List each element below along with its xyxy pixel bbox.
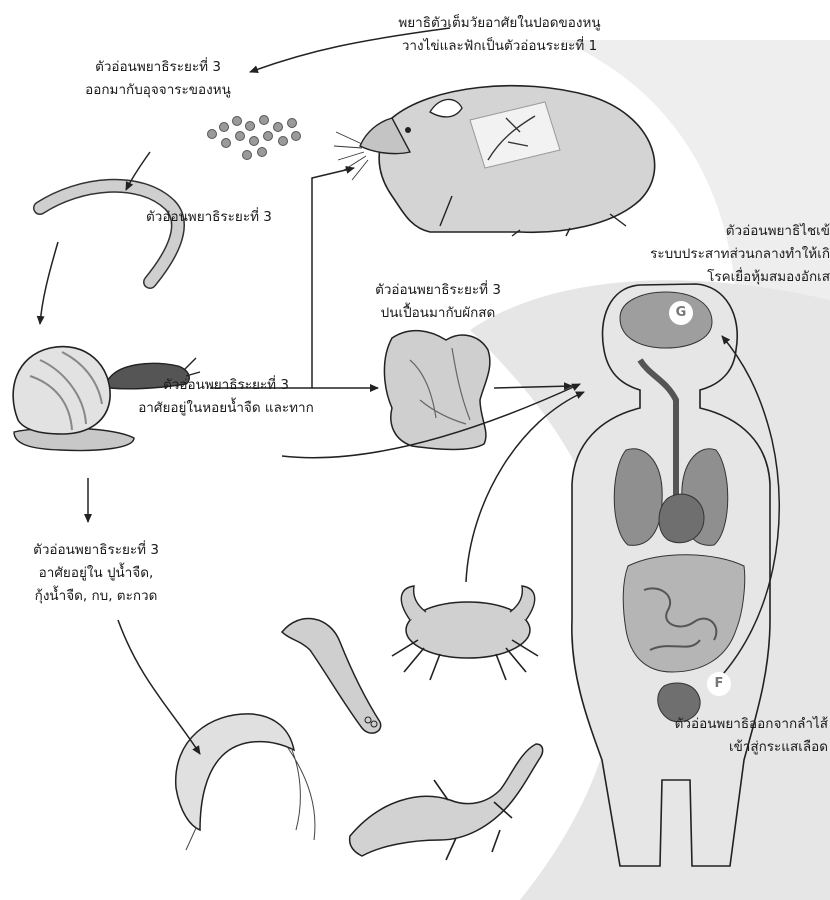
label-rat-feces-line2: ออกมากับอุจจาระของหนู [58,79,258,102]
label-blood-line1: ตัวอ่อนพยาธิออกจากลำไส้ [610,713,828,736]
vegetable-illustration [384,331,489,450]
rat-illustration [334,86,655,236]
snail-illustration [13,347,134,451]
label-vegetable-line2: ปนเปื้อนมากับผักสด [338,302,538,325]
label-brain-line2: ระบบประสาทส่วนกลางทำให้เกิ [576,243,830,266]
marker-f: F [707,672,731,696]
label-bloodstream: ตัวอ่อนพยาธิออกจากลำไส้ เข้าสู่กระแสเลือ… [610,713,828,759]
label-adult-rat-line2: วางไข่และฟักเป็นตัวอ่อนระยะที่ 1 [372,35,627,58]
label-paratenic-hosts: ตัวอ่อนพยาธิระยะที่ 3 อาศัยอยู่ใน ปูน้ำจ… [6,539,186,608]
label-snail-line1: ตัวอ่อนพยาธิระยะที่ 3 [128,374,324,397]
label-adult-rat: พยาธิตัวเต็มวัยอาศัยในปอดของหนู วางไข่แล… [372,12,627,58]
label-brain-line1: ตัวอ่อนพยาธิไชเข้ [576,220,830,243]
shrimp-illustration [176,714,315,850]
larvae-dots [208,116,301,160]
label-blood-line2: เข้าสู่กระแสเลือด [610,736,828,759]
arrow-paratenic-to-shrimp [118,620,200,754]
label-rat-feces: ตัวอ่อนพยาธิระยะที่ 3 ออกมากับอุจจาระของ… [58,56,258,102]
label-larva-stage3: ตัวอ่อนพยาธิระยะที่ 3 [146,206,272,229]
label-brain-line3: โรคเยื่อหุ้มสมองอักเส [576,266,830,289]
label-rat-feces-line1: ตัวอ่อนพยาธิระยะที่ 3 [58,56,258,79]
label-snail-line2: อาศัยอยู่ในหอยน้ำจืด และทาก [128,397,324,420]
label-vegetable: ตัวอ่อนพยาธิระยะที่ 3 ปนเปื้อนมากับผักสด [338,279,538,325]
larva-worm-illustration [40,186,178,282]
label-vegetable-line1: ตัวอ่อนพยาธิระยะที่ 3 [338,279,538,302]
label-brain: ตัวอ่อนพยาธิไชเข้ ระบบประสาทส่วนกลางทำให… [576,220,830,289]
label-paratenic-line3: กุ้งน้ำจืด, กบ, ตะกวด [6,585,186,608]
label-paratenic-line1: ตัวอ่อนพยาธิระยะที่ 3 [6,539,186,562]
arrow-snail-to-rat [210,168,354,388]
label-larva-stage3-text: ตัวอ่อนพยาธิระยะที่ 3 [146,206,272,229]
label-snail: ตัวอ่อนพยาธิระยะที่ 3 อาศัยอยู่ในหอยน้ำจ… [128,374,324,420]
flatworm-illustration [282,619,381,734]
label-adult-rat-line1: พยาธิตัวเต็มวัยอาศัยในปอดของหนู [372,12,627,35]
marker-g: G [669,301,693,325]
arrow-larva-to-snail [40,242,58,324]
crab-illustration [392,586,538,680]
lizard-illustration [350,744,543,860]
label-paratenic-line2: อาศัยอยู่ใน ปูน้ำจืด, [6,562,186,585]
